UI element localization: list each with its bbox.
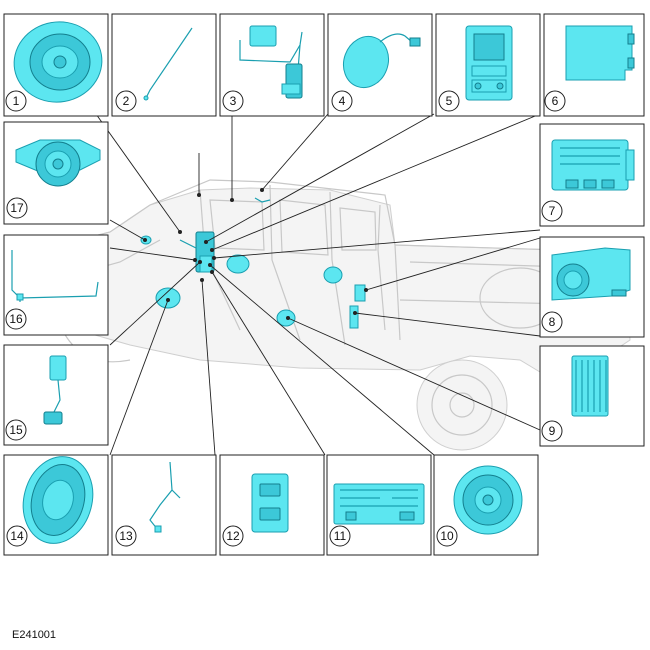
- component-box-13: 13: [111, 454, 217, 556]
- component-box-16: 16: [3, 234, 109, 336]
- callout-label: 3: [230, 94, 237, 108]
- harness-cable-part-image: [11, 250, 99, 302]
- callout-label: 8: [549, 315, 556, 329]
- amplifier-part-image: [551, 139, 635, 191]
- component-box-10: 10: [433, 454, 539, 556]
- component-box-8: 8: [539, 236, 645, 338]
- thin-cable-part-image: [149, 461, 181, 533]
- leader-lines: [95, 113, 541, 456]
- component-box-2: 2: [111, 13, 217, 117]
- component-box-7: 7: [539, 123, 645, 227]
- large-speaker-part-image: [22, 456, 94, 544]
- callout-label: 7: [549, 204, 556, 218]
- speaker-part-image: [13, 21, 103, 103]
- control-panel-part-image: [465, 25, 513, 101]
- callout-label: 1: [13, 94, 20, 108]
- panel-part-image: [565, 25, 635, 81]
- component-box-17: 17: [3, 121, 109, 225]
- callout-label: 15: [9, 423, 23, 437]
- component-box-14: 14: [3, 454, 109, 556]
- circuit-board-part-image: [333, 483, 425, 525]
- dome-antenna-part-image: [342, 33, 421, 89]
- callout-label: 13: [119, 529, 133, 543]
- callout-label: 2: [123, 94, 130, 108]
- tweeter-speaker-part-image: [15, 139, 101, 187]
- component-box-1: 1: [3, 13, 109, 117]
- figure-id-label: E241001: [12, 629, 57, 641]
- callout-label: 16: [9, 312, 23, 326]
- callout-label: 17: [10, 201, 24, 215]
- module-harness-part-image: [239, 25, 303, 99]
- usb-harness-part-image: [43, 355, 67, 425]
- component-box-6: 6: [543, 13, 645, 117]
- component-box-15: 15: [3, 344, 109, 446]
- component-box-3: 3: [219, 13, 325, 117]
- subwoofer-enclosure-part-image: [551, 247, 631, 301]
- component-box-9: 9: [539, 345, 645, 447]
- callout-label: 12: [226, 529, 240, 543]
- usb-port-part-image: [251, 473, 289, 533]
- callout-label: 9: [549, 424, 556, 438]
- leader-endpoints: [143, 188, 368, 320]
- callout-label: 10: [440, 529, 454, 543]
- callout-label: 14: [10, 529, 24, 543]
- callout-label: 5: [446, 94, 453, 108]
- component-box-5: 5: [435, 13, 541, 117]
- callout-label: 11: [334, 529, 347, 543]
- callout-label: 4: [339, 94, 346, 108]
- component-box-11: 11: [326, 454, 432, 556]
- round-speaker-part-image: [453, 465, 523, 535]
- component-box-12: 12: [219, 454, 325, 556]
- component-box-4: 4: [327, 13, 433, 117]
- callout-label: 6: [552, 94, 559, 108]
- ribbed-module-part-image: [571, 355, 609, 417]
- antenna-cable-part-image: [143, 27, 193, 101]
